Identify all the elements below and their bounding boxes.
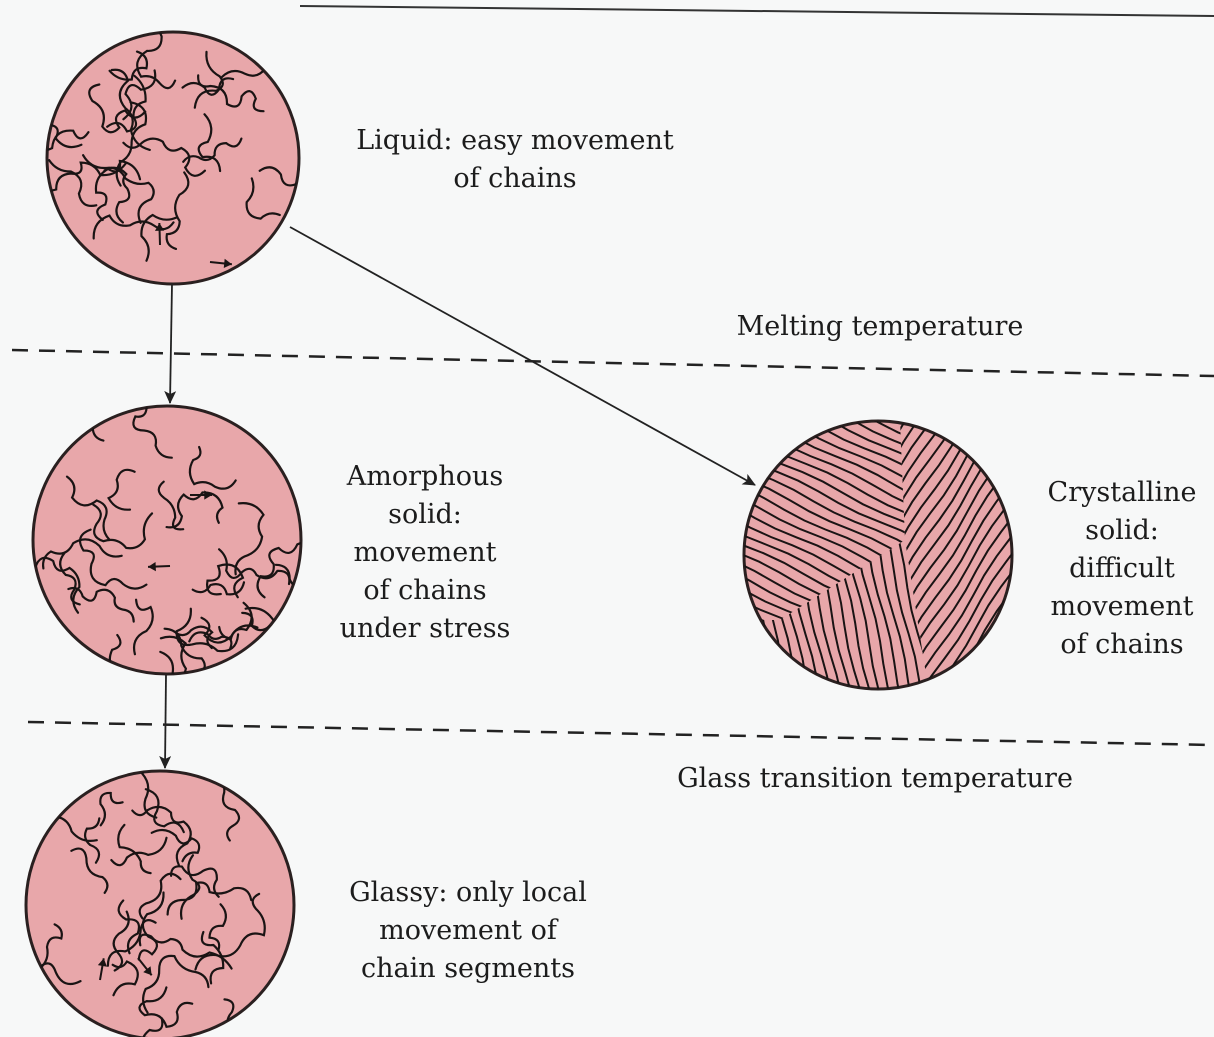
amorphous-to-glassy-arrow xyxy=(165,675,166,768)
top-border-line xyxy=(300,6,1214,16)
glass-transition-line xyxy=(28,722,1214,745)
liquid-particle xyxy=(17,11,323,285)
melting-temperature-line xyxy=(12,350,1214,376)
crystalline-label: Crystalline solid: difficult movement of… xyxy=(1030,474,1214,664)
glassy-particle xyxy=(7,761,297,1037)
melting-temperature-label: Melting temperature xyxy=(700,308,1060,346)
liquid-label: Liquid: easy movement of chains xyxy=(330,122,700,198)
glassy-label: Glassy: only local movement of chain seg… xyxy=(318,874,618,988)
glass-transition-label: Glass transition temperature xyxy=(640,760,1110,798)
amorphous-particle xyxy=(33,372,351,710)
liquid-to-crystalline-arrow xyxy=(290,227,755,485)
amorphous-label: Amorphous solid: movement of chains unde… xyxy=(320,458,530,648)
liquid-to-amorphous-arrow xyxy=(170,284,172,403)
